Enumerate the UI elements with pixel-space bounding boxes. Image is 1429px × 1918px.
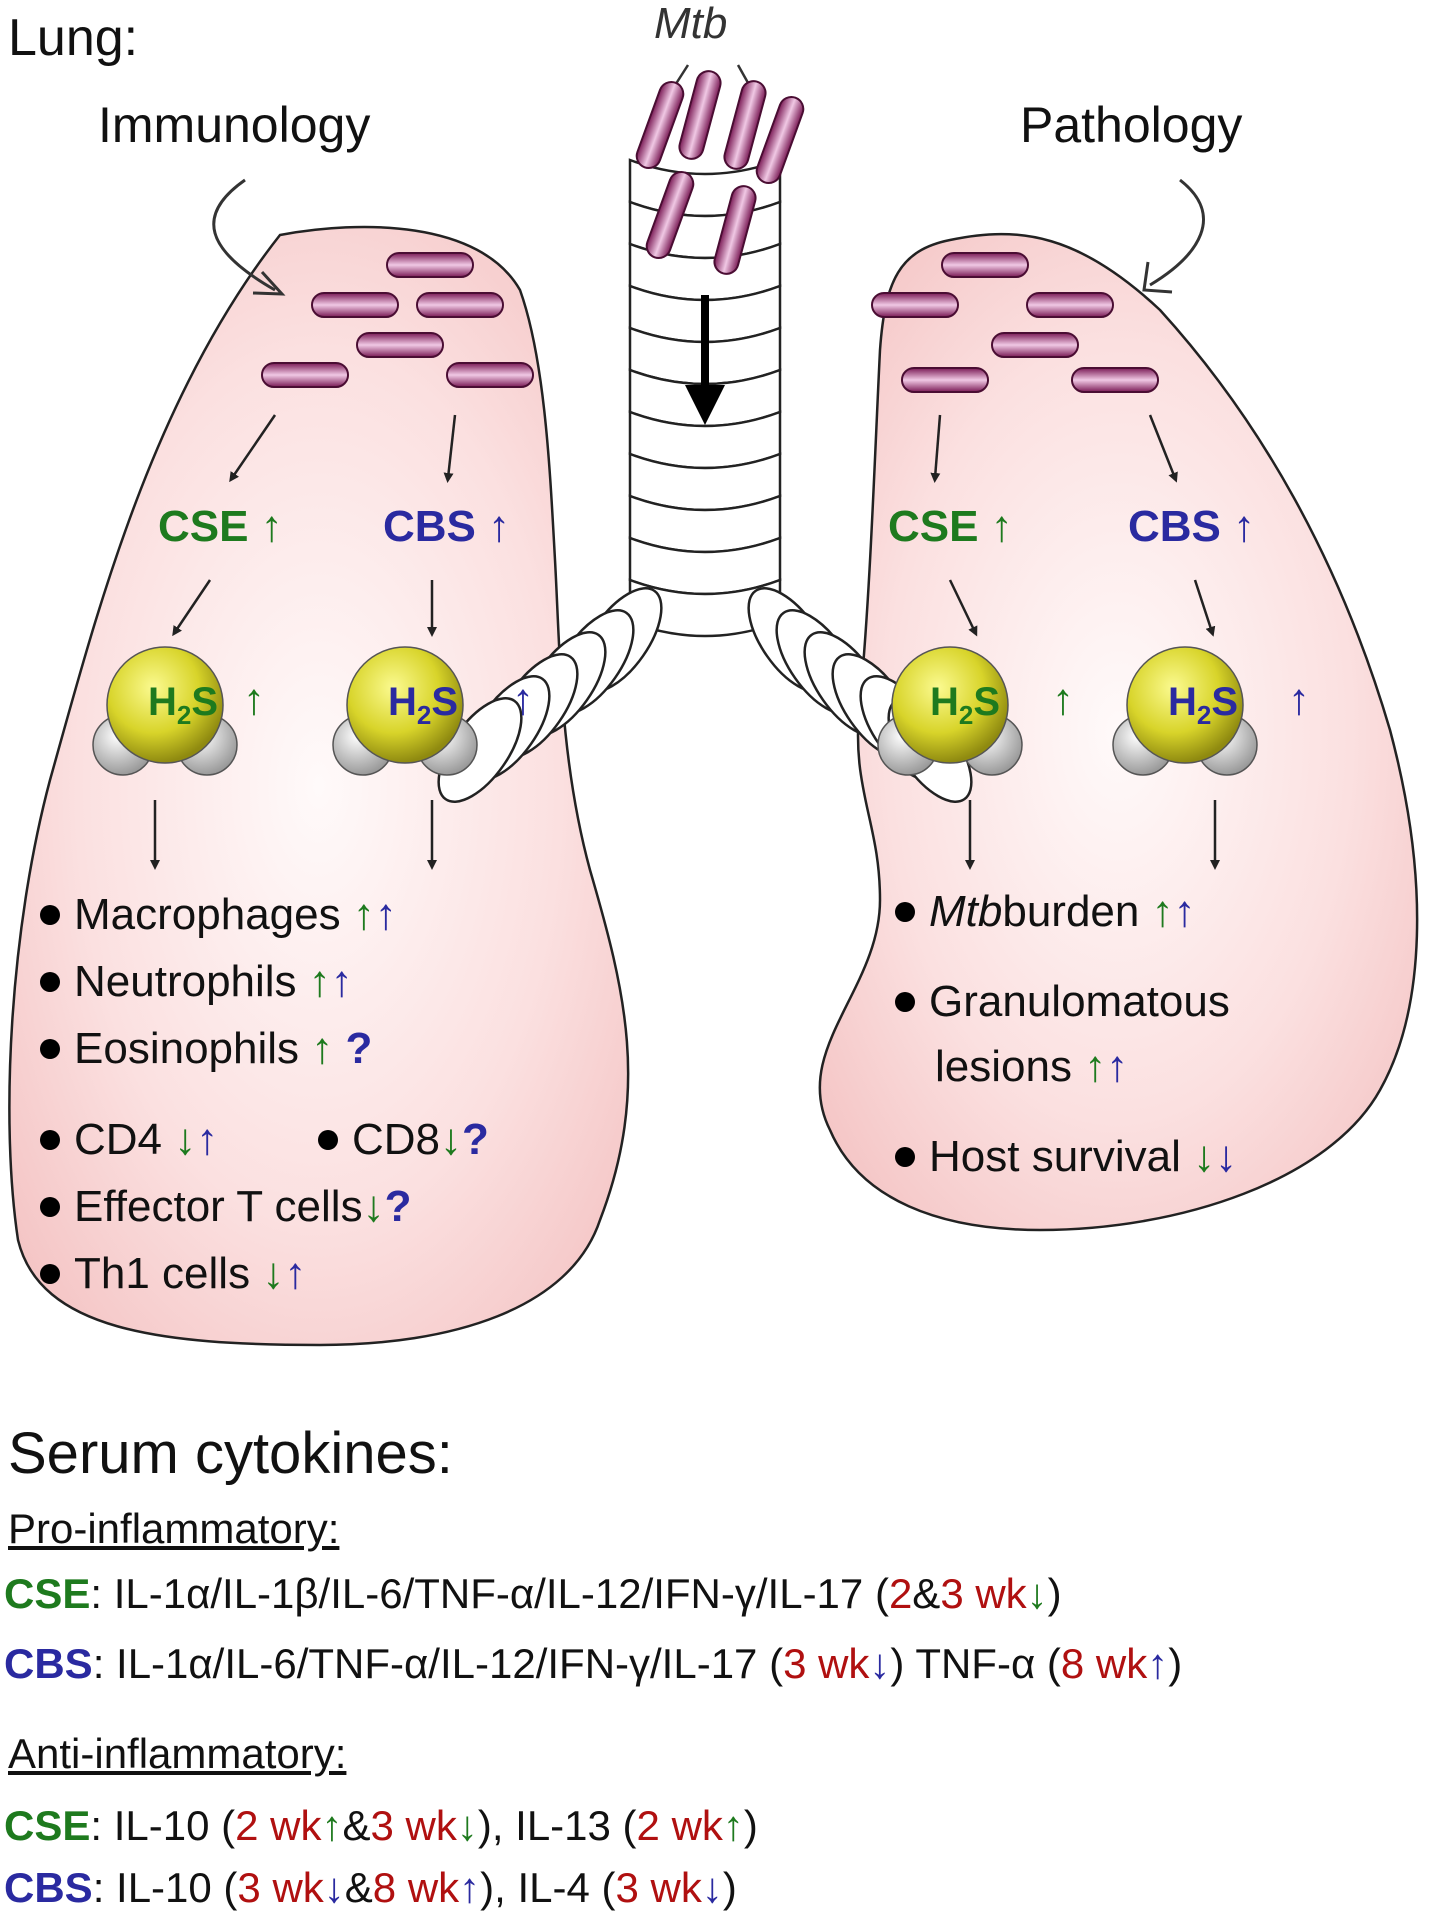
- list-item: Granulomatous: [895, 980, 1230, 1024]
- list-item: Mtb burden ↑↑: [895, 890, 1196, 934]
- h2s-arrow-2: ↑: [512, 675, 534, 724]
- pathology-title: Pathology: [1020, 97, 1243, 153]
- mtb-rod: [1071, 367, 1159, 393]
- flow-arrow: [443, 414, 457, 483]
- list-item: Th1 cells ↓↑: [40, 1252, 306, 1296]
- pro-cse-line: CSE: IL-1α/IL-1β/IL-6/TNF-α/IL-12/IFN-γ/…: [4, 1570, 1062, 1617]
- h2s-molecules: [92, 646, 1258, 776]
- mtb-rod: [1026, 292, 1114, 318]
- anti-heading: Anti-inflammatory:: [8, 1730, 347, 1777]
- sulfur-atom: [891, 646, 1009, 764]
- list-item: Effector T cells↓?: [40, 1185, 411, 1229]
- sulfur-atom: [1126, 646, 1244, 764]
- mtb-rod: [261, 362, 349, 388]
- mtb-rod: [356, 332, 444, 358]
- serum-title: Serum cytokines:: [8, 1421, 453, 1486]
- flow-arrow: [172, 579, 212, 637]
- flow-arrow: [1193, 579, 1216, 637]
- list-item: Eosinophils ↑ ?: [40, 1027, 372, 1071]
- mtb-rod: [723, 80, 767, 170]
- h2s-arrow-1: ↑: [243, 675, 265, 724]
- mtb-rod: [755, 95, 805, 185]
- flow-arrows: [150, 414, 1220, 870]
- cbs-label-right: CBS ↑: [1128, 502, 1256, 551]
- flow-arrow: [229, 414, 277, 483]
- mtb-rod: [311, 292, 399, 318]
- mtb-rod: [386, 252, 474, 278]
- mtb-rod: [678, 70, 722, 160]
- pro-heading: Pro-inflammatory:: [8, 1505, 340, 1552]
- immunology-title: Immunology: [98, 97, 371, 153]
- mtb-label: Mtb: [654, 0, 728, 48]
- h2s-label-2: H2S: [388, 680, 459, 730]
- mtb-rod: [713, 185, 757, 275]
- h2s-arrow-4: ↑: [1288, 675, 1310, 724]
- mtb-rod: [416, 292, 504, 318]
- cse-label-right: CSE ↑: [888, 502, 1013, 551]
- trachea-arrow: [685, 295, 725, 425]
- mtb-rod: [871, 292, 959, 318]
- h2s-label-1: H2S: [148, 680, 219, 730]
- cse-label-left: CSE ↑: [158, 502, 283, 551]
- list-item: Host survival ↓↓: [895, 1135, 1237, 1179]
- mtb-rod: [645, 170, 695, 260]
- mtb-rod: [991, 332, 1079, 358]
- flow-arrow: [1148, 414, 1178, 483]
- sulfur-atom: [346, 646, 464, 764]
- immunology-curved-arrow: [212, 178, 276, 292]
- left-lung: [8, 225, 630, 1347]
- mtb-rod: [901, 367, 989, 393]
- pro-cbs-line: CBS: IL-1α/IL-6/TNF-α/IL-12/IFN-γ/IL-17 …: [4, 1640, 1183, 1687]
- h2s-label-4: H2S: [1168, 680, 1239, 730]
- mtb-rod: [446, 362, 534, 388]
- list-item-continued: lesions ↑↑: [935, 1042, 1129, 1091]
- anti-cse-line: CSE: IL-10 (2 wk↑& 3 wk↓), IL-13 (2 wk↑): [4, 1802, 758, 1849]
- mtb-bacteria: [261, 70, 1159, 393]
- mtb-rod: [635, 80, 685, 170]
- anti-cbs-line: CBS: IL-10 (3 wk↓ & 8 wk↑), IL-4 (3 wk↓): [4, 1864, 737, 1911]
- flow-arrow: [948, 579, 978, 637]
- pathology-curved-arrow: [1149, 178, 1205, 287]
- lung-label: Lung:: [8, 9, 139, 67]
- list-item: CD4 ↓↑: [40, 1118, 218, 1162]
- h2s-label-3: H2S: [930, 680, 1001, 730]
- list-item: Macrophages ↑↑: [40, 893, 397, 937]
- list-item: CD8↓?: [318, 1118, 489, 1162]
- cbs-label-left: CBS ↑: [383, 502, 511, 551]
- flow-arrow: [930, 414, 942, 483]
- list-item: Neutrophils ↑↑: [40, 960, 353, 1004]
- h2s-arrow-3: ↑: [1052, 675, 1074, 724]
- sulfur-atom: [106, 646, 224, 764]
- mtb-rod: [941, 252, 1029, 278]
